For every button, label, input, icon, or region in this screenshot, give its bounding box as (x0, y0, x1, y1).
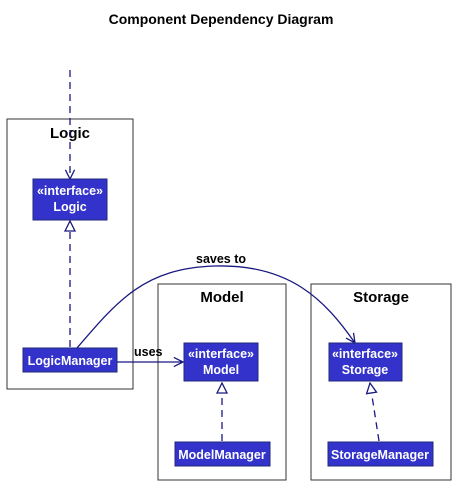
model-interface-node: «interface» Model (183, 342, 259, 382)
storage-realization-edge (370, 383, 380, 442)
uses-edge-label: uses (134, 345, 163, 359)
logic-interface-node: «interface» Logic (32, 178, 108, 221)
model-manager-node: ModelManager (174, 441, 271, 467)
logic-interface-name: Logic (53, 200, 86, 214)
package-storage-title: Storage (353, 289, 409, 306)
storage-manager-node: StorageManager (327, 441, 434, 467)
model-interface-stereotype: «interface» (188, 347, 254, 361)
storage-interface-node: «interface» Storage (328, 342, 403, 382)
logic-manager-name: LogicManager (28, 354, 113, 368)
model-manager-name: ModelManager (178, 448, 266, 462)
saves-to-edge-label: saves to (196, 252, 246, 266)
storage-interface-stereotype: «interface» (332, 347, 398, 361)
logic-interface-stereotype: «interface» (37, 184, 103, 198)
diagram-title: Component Dependency Diagram (109, 11, 334, 27)
package-model-title: Model (200, 289, 243, 306)
model-interface-name: Model (203, 363, 239, 377)
storage-manager-name: StorageManager (331, 448, 429, 462)
saves-to-edge (76, 265, 355, 349)
logic-manager-node: LogicManager (22, 347, 118, 373)
storage-interface-name: Storage (342, 363, 389, 377)
